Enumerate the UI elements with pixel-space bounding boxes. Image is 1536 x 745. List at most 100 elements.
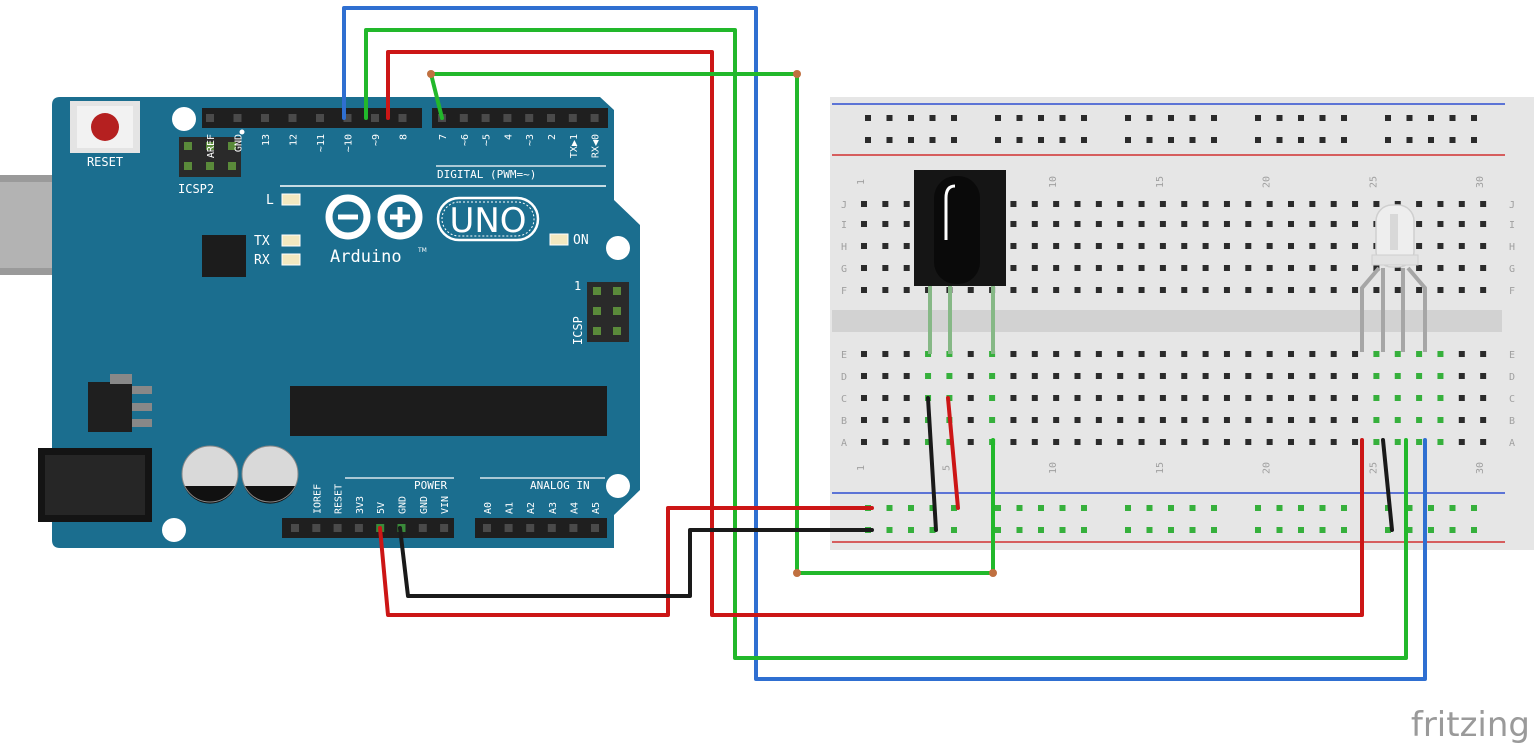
rail-hole — [929, 137, 936, 143]
rail-hole — [1276, 115, 1283, 121]
header-pin[interactable] — [525, 114, 534, 122]
breadboard-hole — [1266, 395, 1273, 401]
breadboard-hole — [1480, 373, 1487, 379]
breadboard-hole — [1245, 373, 1252, 379]
breadboard-hole — [1266, 417, 1273, 423]
rail-hole — [1059, 115, 1066, 121]
breadboard-hole — [1031, 373, 1038, 379]
rail-hole — [1255, 115, 1261, 121]
rail-hole — [1341, 527, 1347, 533]
rail-hole — [1471, 115, 1477, 121]
column-number: 25 — [1368, 176, 1379, 188]
header-pin[interactable] — [233, 114, 242, 122]
header-pin[interactable] — [261, 114, 269, 122]
breadboard-hole — [903, 221, 910, 227]
rail-hole — [1428, 505, 1434, 511]
rail-hole — [1038, 505, 1044, 511]
header-pin[interactable] — [206, 114, 214, 122]
breadboard-hole — [925, 439, 932, 445]
breadboard-hole — [1330, 351, 1337, 357]
breadboard-hole — [903, 373, 910, 379]
header-pin[interactable] — [569, 524, 578, 532]
breadboard-hole — [1010, 417, 1017, 423]
rail-hole — [1016, 137, 1023, 143]
led-on-label: ON — [573, 233, 589, 248]
breadboard-hole — [1117, 201, 1124, 207]
breadboard-hole — [1309, 417, 1316, 423]
breadboard-hole — [989, 395, 996, 401]
header-pin[interactable] — [591, 524, 599, 532]
led-rx — [281, 253, 301, 266]
header-pin[interactable] — [481, 114, 490, 122]
reset-button[interactable] — [91, 113, 119, 141]
breadboard-hole — [1053, 287, 1060, 293]
breadboard-hole — [1159, 201, 1166, 207]
breadboard-hole — [1309, 201, 1316, 207]
rail-hole — [1298, 527, 1304, 533]
breadboard-hole — [1309, 395, 1316, 401]
header-pin[interactable] — [291, 524, 299, 532]
header-pin[interactable] — [440, 524, 449, 532]
breadboard-hole — [882, 243, 889, 249]
arduino-brand: Arduino — [330, 247, 402, 267]
header-pin[interactable] — [504, 524, 513, 532]
header-pin[interactable] — [354, 524, 363, 532]
pin-label: GND — [234, 134, 245, 152]
rail-hole — [1211, 137, 1217, 143]
rail-hole — [951, 505, 957, 511]
header-pin[interactable] — [398, 114, 407, 122]
capacitor — [181, 445, 239, 504]
breadboard-hole — [1437, 243, 1444, 249]
rail-hole — [1189, 527, 1196, 533]
breadboard-hole — [1266, 287, 1273, 293]
capacitor — [241, 445, 299, 504]
breadboard-hole — [1458, 221, 1465, 227]
header-pin[interactable] — [312, 524, 321, 532]
header-pin[interactable] — [288, 114, 297, 122]
breadboard-hole — [1181, 221, 1188, 227]
header-pin[interactable] — [503, 114, 512, 122]
header-pin[interactable] — [590, 114, 599, 122]
breadboard-hole — [1288, 417, 1294, 423]
pin-label: A4 — [569, 502, 580, 514]
rail-hole — [1428, 527, 1434, 533]
breadboard-hole — [1117, 439, 1124, 445]
column-number: 10 — [1048, 462, 1059, 474]
pin-label: 7 — [438, 134, 449, 140]
breadboard-hole — [1053, 221, 1060, 227]
breadboard-hole — [1266, 243, 1273, 249]
breadboard-hole — [1394, 439, 1401, 445]
header-pin[interactable] — [333, 524, 342, 532]
breadboard-hole — [1330, 439, 1337, 445]
rail-hole — [1385, 137, 1391, 143]
header-pin[interactable] — [316, 114, 324, 122]
breadboard-hole — [1352, 373, 1359, 379]
breadboard-hole — [1138, 439, 1145, 445]
header-pin[interactable] — [483, 524, 491, 532]
header-pin[interactable] — [418, 524, 427, 532]
header-pin[interactable] — [568, 114, 577, 122]
breadboard-hole — [1245, 439, 1252, 445]
header-pin[interactable] — [547, 524, 556, 532]
wire-red-5v — [378, 506, 874, 617]
breadboard-hole — [1138, 373, 1145, 379]
rail-hole — [1125, 115, 1131, 121]
rail-hole — [1081, 137, 1087, 143]
rail-hole — [1211, 505, 1217, 511]
breadboard-hole — [1416, 221, 1423, 227]
usb-chip — [202, 235, 246, 277]
rail-hole — [1406, 137, 1413, 143]
header-pin[interactable] — [371, 114, 379, 122]
header-pin[interactable] — [343, 114, 352, 122]
breadboard-hole — [903, 417, 910, 423]
header-pin[interactable] — [547, 114, 555, 122]
breadboard-hole — [989, 373, 996, 379]
power-header — [282, 518, 454, 538]
rail-hole — [1341, 115, 1347, 121]
breadboard-hole — [882, 373, 889, 379]
header-pin[interactable] — [459, 114, 468, 122]
reset-label: RESET — [87, 155, 123, 169]
rail-hole — [908, 137, 914, 143]
column-number: 1 — [856, 179, 867, 185]
header-pin[interactable] — [526, 524, 535, 532]
